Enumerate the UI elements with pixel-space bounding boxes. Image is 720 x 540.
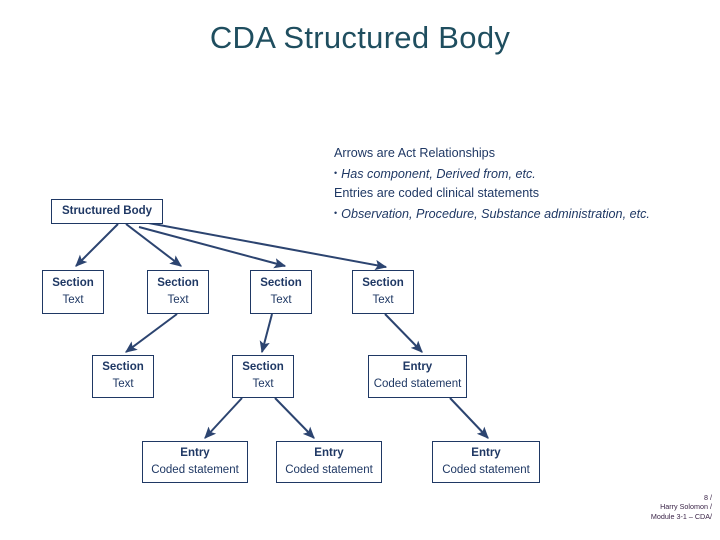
node-title: Section <box>242 361 284 374</box>
arrow-entry-1-to-entry-4 <box>449 397 489 439</box>
node-entry-1[interactable]: Entry Coded statement <box>368 355 467 398</box>
node-subtitle: Coded statement <box>151 463 239 476</box>
node-structured-body[interactable]: Structured Body <box>51 199 163 224</box>
node-title: Section <box>52 276 94 289</box>
node-subtitle: Coded statement <box>442 463 530 476</box>
arrow-section-3-to-section-6 <box>259 313 273 354</box>
note-line-2: Has component, Derived from, etc. <box>334 164 720 185</box>
notes-block: Arrows are Act Relationships Has compone… <box>334 144 720 224</box>
node-section-1[interactable]: Section Text <box>42 270 104 314</box>
node-entry-2[interactable]: Entry Coded statement <box>142 441 248 483</box>
node-title: Section <box>102 361 144 374</box>
arrow-section-6-to-entry-2 <box>204 397 243 439</box>
node-subtitle: Coded statement <box>373 378 462 390</box>
node-entry-4[interactable]: Entry Coded statement <box>432 441 540 483</box>
node-title: Structured Body <box>61 204 153 217</box>
node-subtitle: Coded statement <box>285 463 373 476</box>
node-entry-3[interactable]: Entry Coded statement <box>276 441 382 483</box>
node-title: Entry <box>471 446 501 459</box>
note-line-1: Arrows are Act Relationships <box>334 146 495 160</box>
node-title: Entry <box>402 361 433 374</box>
footer-line-author: Harry Solomon / <box>660 502 712 512</box>
node-subtitle: Text <box>252 378 274 390</box>
page-title: CDA Structured Body <box>209 20 511 55</box>
node-section-2[interactable]: Section Text <box>147 270 209 314</box>
footer-line-module: Module 3-1 – CDA/ <box>650 511 712 521</box>
node-title: Section <box>260 276 302 289</box>
node-section-5[interactable]: Section Text <box>92 355 154 398</box>
note-line-3: Entries are coded clinical statements <box>334 186 540 200</box>
node-title: Section <box>362 276 404 289</box>
node-subtitle: Text <box>270 293 292 306</box>
node-subtitle: Text <box>372 293 394 306</box>
node-title: Entry <box>314 446 344 459</box>
node-section-4[interactable]: Section Text <box>352 270 414 314</box>
arrow-section-2-to-section-5 <box>125 313 178 353</box>
slide-footer: 8 / Harry Solomon / Module 3-1 – CDA/ <box>651 493 712 521</box>
arrow-section-6-to-entry-3 <box>274 397 315 439</box>
node-section-6[interactable]: Section Text <box>232 355 294 398</box>
node-subtitle: Text <box>62 293 84 306</box>
node-title: Entry <box>180 446 210 459</box>
arrow-root-to-section-4 <box>142 221 388 271</box>
node-section-3[interactable]: Section Text <box>250 270 312 314</box>
note-line-4: Observation, Procedure, Substance admini… <box>334 204 720 225</box>
arrow-root-to-section-2 <box>125 223 182 267</box>
footer-line-page: 8 / <box>704 493 712 502</box>
node-title: Section <box>157 276 199 289</box>
arrow-section-4-to-entry-1 <box>384 313 423 353</box>
node-subtitle: Text <box>112 378 134 390</box>
arrow-root-to-section-3 <box>138 226 287 269</box>
node-subtitle: Text <box>167 293 189 306</box>
arrow-root-to-section-1 <box>75 223 119 267</box>
